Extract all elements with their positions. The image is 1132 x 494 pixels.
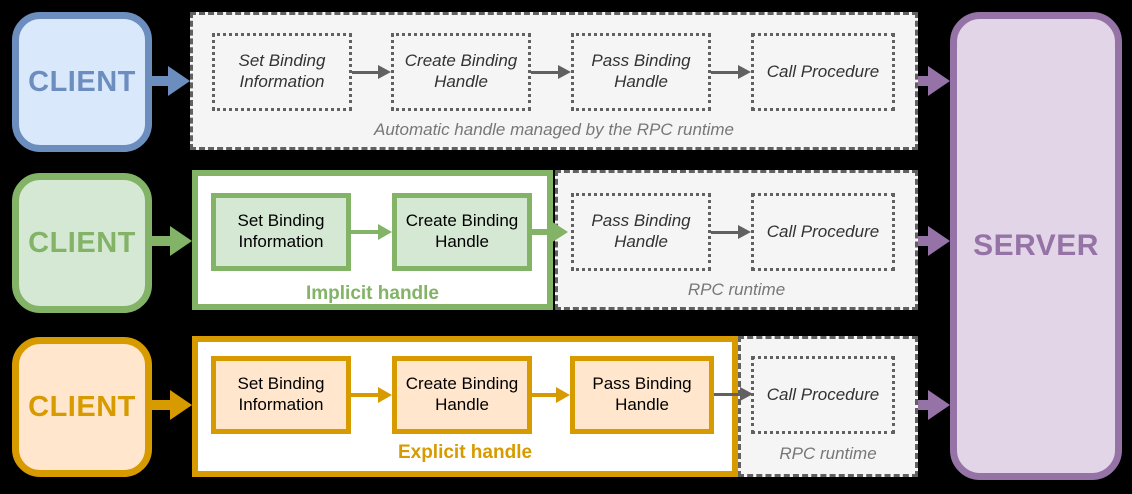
client-box-explicit: CLIENT xyxy=(12,337,152,477)
arrow-step-connector xyxy=(711,65,751,79)
arrow-shaft xyxy=(714,392,740,396)
arrow-head xyxy=(378,65,391,79)
arrow-shaft xyxy=(918,400,928,410)
caption-implicit-handle: Implicit handle xyxy=(305,283,440,304)
arrow-handle-to-runtime-implicit xyxy=(532,221,568,243)
arrow-step-connector xyxy=(351,224,392,240)
arrow-runtime-to-server-automatic xyxy=(918,66,950,96)
step-create-binding-handle: Create Binding Handle xyxy=(392,193,532,271)
server-box: SERVER xyxy=(950,12,1122,480)
runtime-container-explicit xyxy=(738,336,918,477)
arrow-shaft xyxy=(711,70,738,74)
arrow-shaft xyxy=(352,70,378,74)
arrow-client-to-handle-explicit xyxy=(152,390,192,420)
step-pass-binding-handle: Pass Binding Handle xyxy=(571,193,711,271)
arrow-head xyxy=(738,65,751,79)
arrow-step-connector xyxy=(351,387,392,403)
arrow-head xyxy=(558,65,571,79)
arrow-step-connector xyxy=(532,387,570,403)
caption-rpc-runtime-implicit: RPC runtime xyxy=(687,280,786,299)
step-set-binding-information: Set Binding Information xyxy=(212,33,352,111)
step-create-binding-handle: Create Binding Handle xyxy=(391,33,531,111)
arrow-shaft xyxy=(351,230,378,234)
client-box-automatic: CLIENT xyxy=(12,12,152,152)
arrow-head xyxy=(168,66,190,96)
arrow-step-connector xyxy=(531,65,571,79)
step-call-procedure: Call Procedure xyxy=(751,33,895,111)
arrow-client-to-runtime-automatic xyxy=(152,66,190,96)
step-create-binding-handle: Create Binding Handle xyxy=(392,356,532,434)
arrow-step-connector xyxy=(352,65,391,79)
arrow-shaft xyxy=(532,393,556,397)
caption-explicit-handle: Explicit handle xyxy=(397,442,533,463)
arrow-head xyxy=(170,226,192,256)
arrow-runtime-to-server-explicit xyxy=(918,390,950,420)
step-call-procedure: Call Procedure xyxy=(751,356,895,434)
caption-rpc-runtime-explicit: RPC runtime xyxy=(779,444,877,463)
arrow-head xyxy=(378,224,392,240)
caption-automatic-handle: Automatic handle managed by the RPC runt… xyxy=(373,120,735,139)
arrow-shaft xyxy=(711,230,738,234)
step-set-binding-information: Set Binding Information xyxy=(211,193,351,271)
arrow-shaft xyxy=(351,393,378,397)
arrow-head xyxy=(378,387,392,403)
arrow-handle-to-runtime-explicit xyxy=(714,387,753,401)
arrow-client-to-handle-implicit xyxy=(152,226,192,256)
arrow-shaft xyxy=(532,229,551,235)
arrow-shaft xyxy=(531,70,558,74)
arrow-shaft xyxy=(918,76,928,86)
arrow-shaft xyxy=(152,400,170,410)
step-set-binding-information: Set Binding Information xyxy=(211,356,351,434)
arrow-head xyxy=(740,387,753,401)
arrow-head xyxy=(170,390,192,420)
arrow-head xyxy=(738,225,751,239)
arrow-head xyxy=(551,221,568,243)
step-pass-binding-handle: Pass Binding Handle xyxy=(570,356,714,434)
arrow-head xyxy=(928,66,950,96)
arrow-runtime-to-server-implicit xyxy=(918,226,950,256)
arrow-step-connector xyxy=(711,225,751,239)
arrow-head xyxy=(556,387,570,403)
arrow-shaft xyxy=(918,236,928,246)
step-pass-binding-handle: Pass Binding Handle xyxy=(571,33,711,111)
client-box-implicit: CLIENT xyxy=(12,173,152,313)
arrow-head xyxy=(928,226,950,256)
step-call-procedure: Call Procedure xyxy=(751,193,895,271)
arrow-head xyxy=(928,390,950,420)
arrow-shaft xyxy=(152,76,168,86)
arrow-shaft xyxy=(152,236,170,246)
